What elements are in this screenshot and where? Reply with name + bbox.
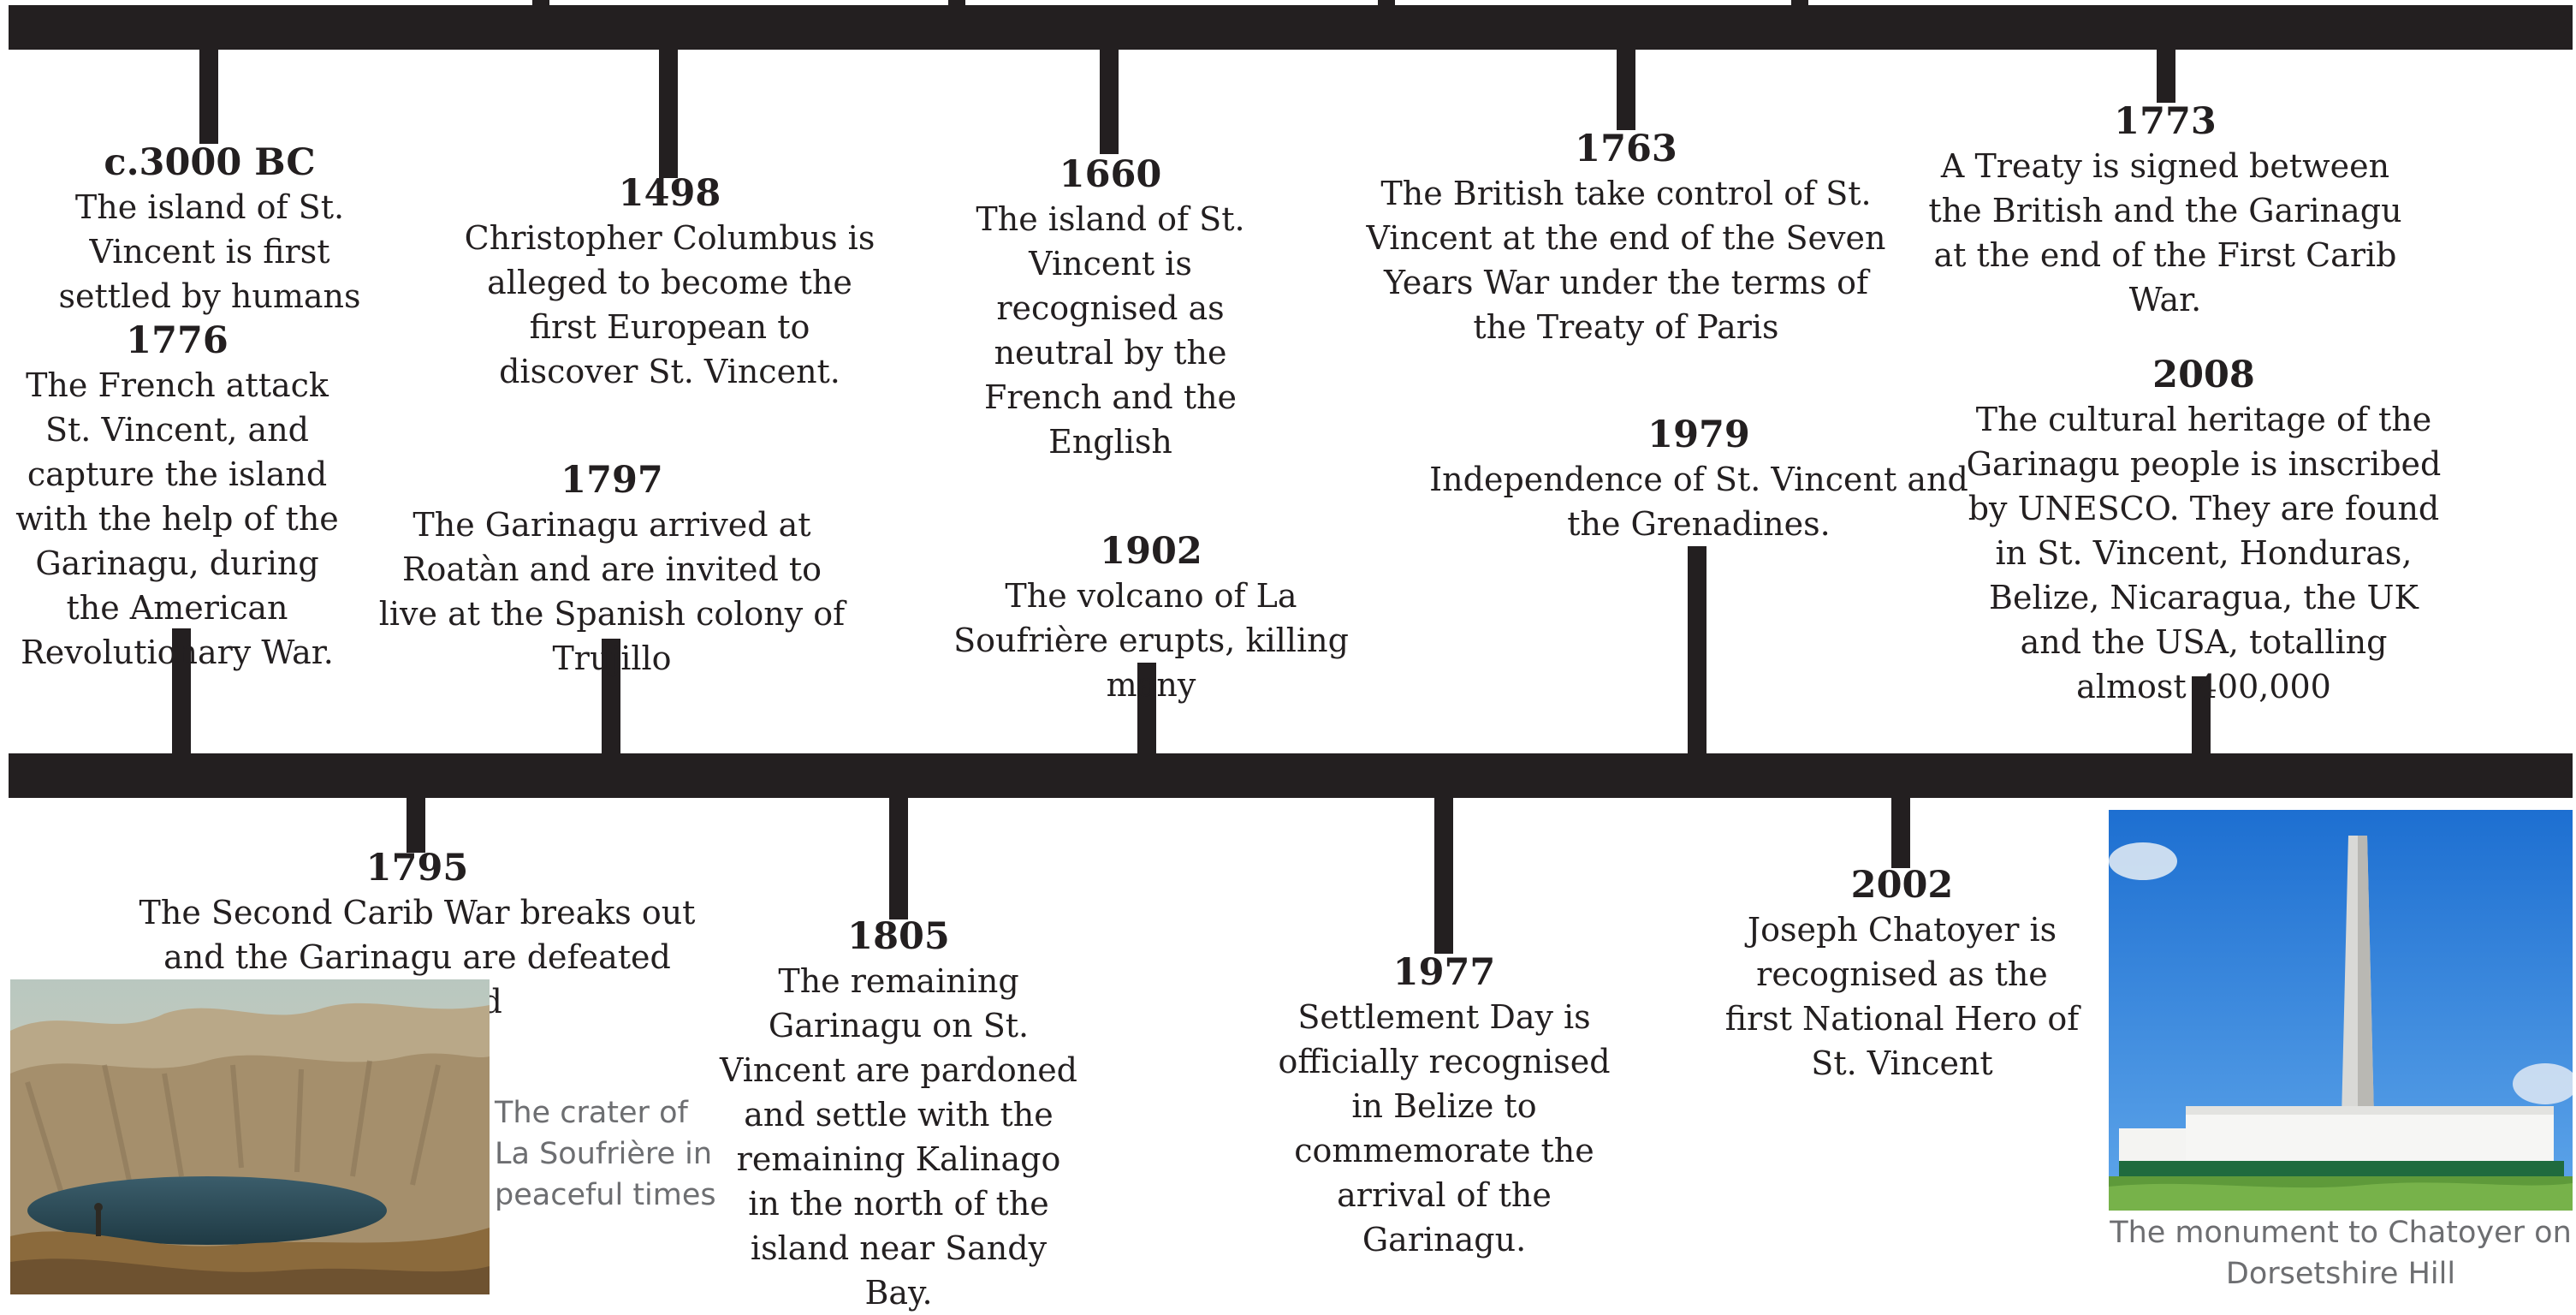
event-1805: 1805 The remaining Garinagu on St. Vince… bbox=[719, 914, 1078, 1315]
top-notch bbox=[1378, 0, 1395, 7]
event-description: The island of St. Vincent is first settl… bbox=[58, 188, 361, 315]
event-description: The volcano of La Soufrière erupts, kill… bbox=[953, 577, 1349, 704]
event-year: 1977 bbox=[1392, 951, 1496, 994]
event-year: 1763 bbox=[1575, 128, 1677, 170]
tick-1979 bbox=[1688, 546, 1706, 755]
event-year: 1979 bbox=[1647, 414, 1750, 456]
monument-caption: The monument to Chatoyer on Dorsetshire … bbox=[2110, 1216, 2572, 1291]
crater-painting bbox=[10, 979, 490, 1294]
event-year: c.3000 BC bbox=[104, 141, 316, 184]
event-1977: 1977 Settlement Day is officially recogn… bbox=[1258, 950, 1630, 1262]
event-1776: 1776 The French attack St. Vincent, and … bbox=[10, 318, 344, 675]
tick-1797 bbox=[602, 639, 620, 755]
event-c3000bc: c.3000 BC The island of St. Vincent is f… bbox=[34, 140, 385, 318]
tick-c3000bc bbox=[199, 48, 218, 144]
event-description: The Garinagu arrived at Roatàn and are i… bbox=[378, 506, 846, 677]
tick-1977 bbox=[1434, 796, 1453, 954]
event-description: Joseph Chatoyer is recognised as the fir… bbox=[1724, 911, 2080, 1082]
top-notch bbox=[948, 0, 965, 7]
event-description: The French attack St. Vincent, and captu… bbox=[15, 366, 339, 671]
event-1773: 1773 A Treaty is signed between the Brit… bbox=[1913, 99, 2418, 322]
event-description: The island of St. Vincent is recognised … bbox=[976, 200, 1245, 461]
timeline-bar-bottom bbox=[9, 753, 2573, 798]
event-year: 1805 bbox=[847, 915, 950, 958]
event-1979: 1979 Independence of St. Vincent and the… bbox=[1425, 413, 1973, 546]
tick-1776 bbox=[172, 628, 191, 755]
event-2002: 2002 Joseph Chatoyer is recognised as th… bbox=[1720, 863, 2084, 1086]
event-year: 1795 bbox=[365, 847, 469, 890]
event-year: 1773 bbox=[2114, 100, 2217, 143]
tick-1498 bbox=[659, 48, 678, 178]
monument-photo bbox=[2109, 810, 2573, 1211]
timeline-bar-top bbox=[9, 5, 2573, 50]
event-1797: 1797 The Garinagu arrived at Roatàn and … bbox=[372, 458, 852, 681]
crater-caption: The crater of La Soufrière in peaceful t… bbox=[495, 1096, 716, 1212]
event-description: Independence of St. Vincent and the Gren… bbox=[1429, 461, 1968, 543]
top-notch bbox=[1791, 0, 1808, 7]
event-description: Settlement Day is officially recognised … bbox=[1278, 998, 1611, 1258]
tick-1660 bbox=[1100, 48, 1119, 154]
tick-1773 bbox=[2157, 48, 2175, 103]
event-description: The British take control of St. Vincent … bbox=[1366, 175, 1886, 346]
tick-1805 bbox=[889, 796, 908, 919]
event-year: 2008 bbox=[2152, 354, 2255, 396]
tick-1763 bbox=[1617, 48, 1635, 130]
tick-1902 bbox=[1137, 663, 1156, 755]
tick-2002 bbox=[1891, 796, 1910, 868]
event-year: 1902 bbox=[1100, 530, 1202, 573]
top-notch bbox=[532, 0, 549, 7]
tick-1795 bbox=[407, 796, 425, 853]
event-year: 2002 bbox=[1850, 864, 1954, 907]
event-description: The cultural heritage of the Garinagu pe… bbox=[1966, 401, 2442, 705]
event-1660: 1660 The island of St. Vincent is recogn… bbox=[941, 152, 1279, 464]
event-year: 1498 bbox=[618, 172, 721, 215]
event-1498: 1498 Christopher Columbus is alleged to … bbox=[462, 171, 877, 394]
event-description: The remaining Garinagu on St. Vincent ar… bbox=[719, 962, 1078, 1312]
event-description: Christopher Columbus is alleged to becom… bbox=[464, 219, 875, 390]
event-year: 1776 bbox=[126, 319, 229, 362]
event-1902: 1902 The volcano of La Soufrière erupts,… bbox=[929, 529, 1374, 707]
event-year: 1660 bbox=[1059, 153, 1162, 196]
event-2008: 2008 The cultural heritage of the Garina… bbox=[1964, 353, 2443, 709]
event-1763: 1763 The British take control of St. Vin… bbox=[1361, 127, 1891, 349]
event-description: A Treaty is signed between the British a… bbox=[1928, 147, 2402, 318]
event-year: 1797 bbox=[561, 459, 663, 502]
tick-2008 bbox=[2192, 676, 2211, 755]
